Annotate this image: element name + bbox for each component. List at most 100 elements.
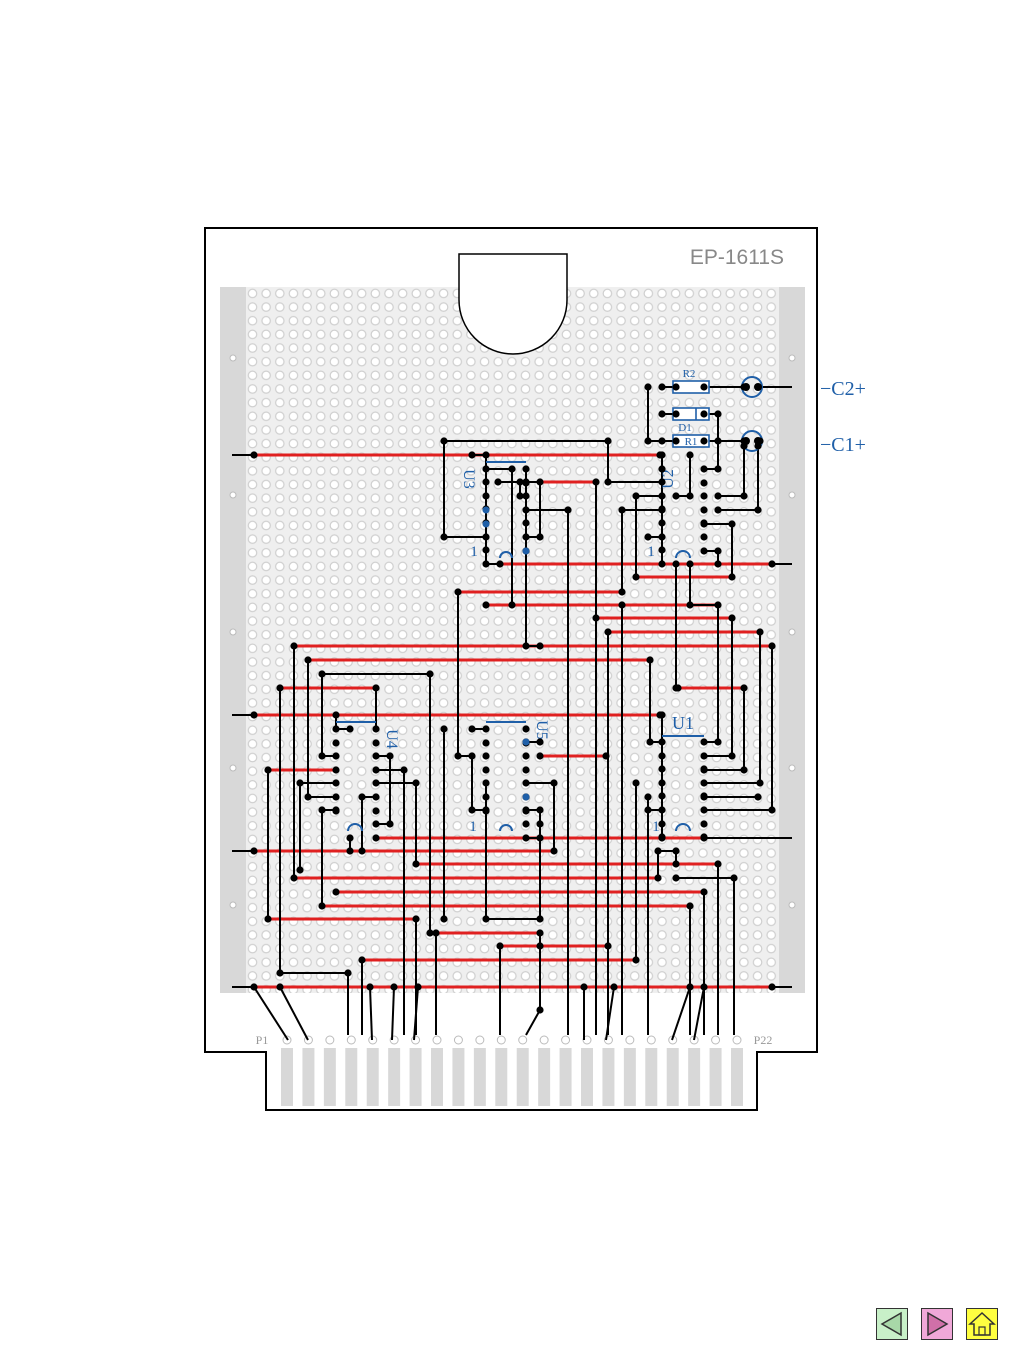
solder-joint: [658, 711, 666, 719]
solder-joint: [686, 983, 694, 991]
solder-joint: [318, 670, 326, 678]
solder-joint: [632, 956, 640, 964]
solder-joint: [412, 915, 420, 923]
solder-joint: [658, 806, 666, 814]
solder-joint: [412, 860, 420, 868]
solder-joint: [632, 779, 640, 787]
solder-joint: [754, 793, 762, 801]
solder-joint: [250, 983, 258, 991]
solder-joint: [412, 779, 420, 787]
solder-joint: [482, 560, 490, 568]
solder-joint: [440, 533, 448, 541]
solder-joint: [468, 725, 476, 733]
solder-joint: [304, 793, 312, 801]
solder-joint: [592, 614, 600, 622]
solder-joint: [644, 533, 652, 541]
chip-u3: [486, 461, 526, 559]
solder-joint: [550, 847, 558, 855]
solder-joint: [728, 573, 736, 581]
solder-joint: [536, 820, 544, 828]
solder-joint: [768, 560, 776, 568]
solder-joint: [482, 465, 490, 473]
solder-joint: [700, 833, 708, 841]
connector-pad: [625, 1035, 635, 1045]
solder-joint: [522, 834, 530, 842]
connector-finger: [602, 1048, 615, 1106]
solder-joint: [700, 465, 708, 473]
solder-joint: [646, 738, 654, 746]
solder-joint: [426, 670, 434, 678]
solder-joint: [250, 847, 258, 855]
solder-joint: [522, 725, 530, 733]
solder-joint: [296, 866, 304, 874]
solder-joint: [332, 739, 340, 747]
solder-joint: [536, 806, 544, 814]
solder-joint: [372, 752, 380, 760]
solder-joint: [346, 834, 354, 842]
solder-joint: [672, 383, 680, 391]
solder-joint: [468, 752, 476, 760]
battery-cutout: [458, 253, 568, 355]
solder-joint: [714, 738, 722, 746]
solder-joint: [372, 779, 380, 787]
solder-joint: [496, 942, 504, 950]
solder-joint: [522, 820, 530, 828]
solder-joint: [454, 752, 462, 760]
solder-joint: [700, 533, 708, 541]
next-page-button[interactable]: [921, 1308, 953, 1340]
solder-joint: [536, 738, 544, 746]
connector-pad: [711, 1035, 721, 1045]
solder-joint: [522, 779, 530, 787]
solder-joint: [564, 506, 572, 514]
solder-joint: [700, 888, 708, 896]
solder-joint: [686, 451, 694, 459]
solder-joint: [700, 506, 708, 514]
solder-joint: [756, 779, 764, 787]
capacitor-terminal: [742, 437, 750, 445]
connector-finger: [409, 1048, 422, 1106]
connector-finger: [473, 1048, 486, 1106]
label-r1: R1: [685, 436, 698, 448]
solder-joint: [700, 792, 708, 800]
pin-label-last: P22: [754, 1033, 773, 1047]
solder-joint: [372, 725, 380, 733]
solder-joint: [604, 437, 612, 445]
solder-joint: [304, 656, 312, 664]
solder-joint: [658, 833, 666, 841]
solder-joint: [714, 437, 722, 445]
solder-joint: [522, 533, 530, 541]
solder-joint: [482, 601, 490, 609]
solder-joint: [658, 820, 666, 828]
solder-joint: [730, 874, 738, 882]
connector-finger: [281, 1048, 293, 1106]
connector-pad: [432, 1035, 442, 1045]
solder-joint: [440, 915, 448, 923]
connector-pad: [453, 1035, 463, 1045]
solder-joint: [536, 1006, 544, 1014]
solder-joint: [700, 779, 708, 787]
blue-pads: [482, 506, 530, 801]
chip-u4: [336, 721, 376, 832]
solder-joint: [522, 642, 530, 650]
solder-joint: [592, 478, 600, 486]
prev-page-button[interactable]: [876, 1308, 908, 1340]
solder-joint: [658, 546, 666, 554]
solder-joint: [700, 765, 708, 773]
solder-joint: [728, 520, 736, 528]
solder-joint: [290, 874, 298, 882]
label-u5: U5: [533, 720, 550, 740]
home-button[interactable]: [966, 1308, 998, 1340]
solder-joint: [400, 766, 408, 774]
board-model-label: EP-1611S: [690, 246, 784, 269]
solder-joint: [468, 451, 476, 459]
connector-pad: [518, 1035, 528, 1045]
solder-joint: [768, 642, 776, 650]
solder-joint: [700, 738, 708, 746]
solder-joint: [482, 779, 490, 787]
solder-joint: [482, 492, 490, 500]
solder-joint: [346, 725, 354, 733]
solder-joint: [686, 560, 694, 568]
solder-joint: [536, 834, 544, 842]
solder-joint: [264, 766, 272, 774]
solder-joint: [536, 752, 544, 760]
